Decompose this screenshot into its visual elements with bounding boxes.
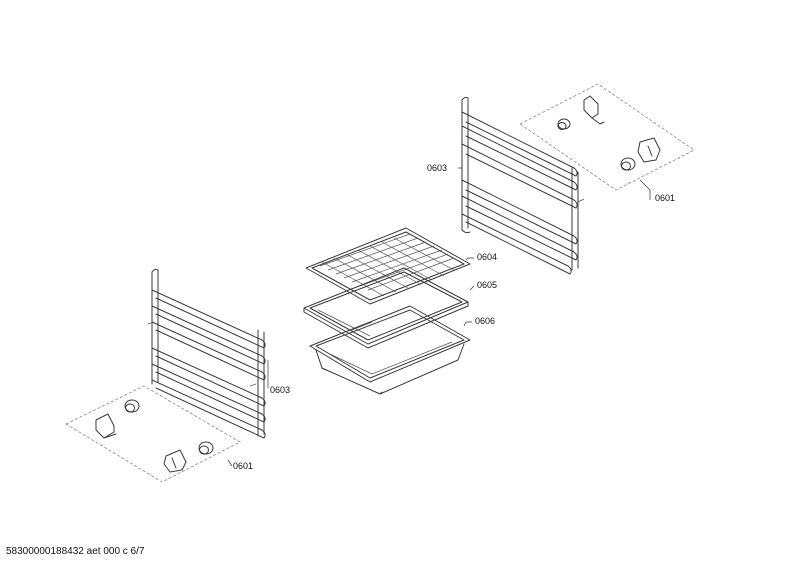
- right-clips-group: [519, 83, 695, 191]
- callout-deep-pan: 0606: [475, 316, 495, 326]
- deep-pan: [309, 305, 471, 395]
- callout-wire-rack: 0604: [477, 252, 497, 262]
- callout-right-rail: 0603: [427, 163, 447, 173]
- document-footer-id: 58300000188432 aet 000 c 6/7: [6, 546, 145, 557]
- baking-tray: [303, 267, 469, 349]
- left-shelf-rail: [147, 268, 266, 439]
- callout-right-clips: 0601: [655, 193, 675, 203]
- callout-baking-tray: 0605: [477, 280, 497, 290]
- leader-lines: [227, 167, 651, 467]
- wire-rack: [305, 227, 471, 305]
- right-shelf-rail: [461, 96, 585, 275]
- callout-left-rail: 0603: [270, 385, 290, 395]
- left-clips-group: [65, 385, 241, 483]
- callout-left-clips: 0601: [233, 461, 253, 471]
